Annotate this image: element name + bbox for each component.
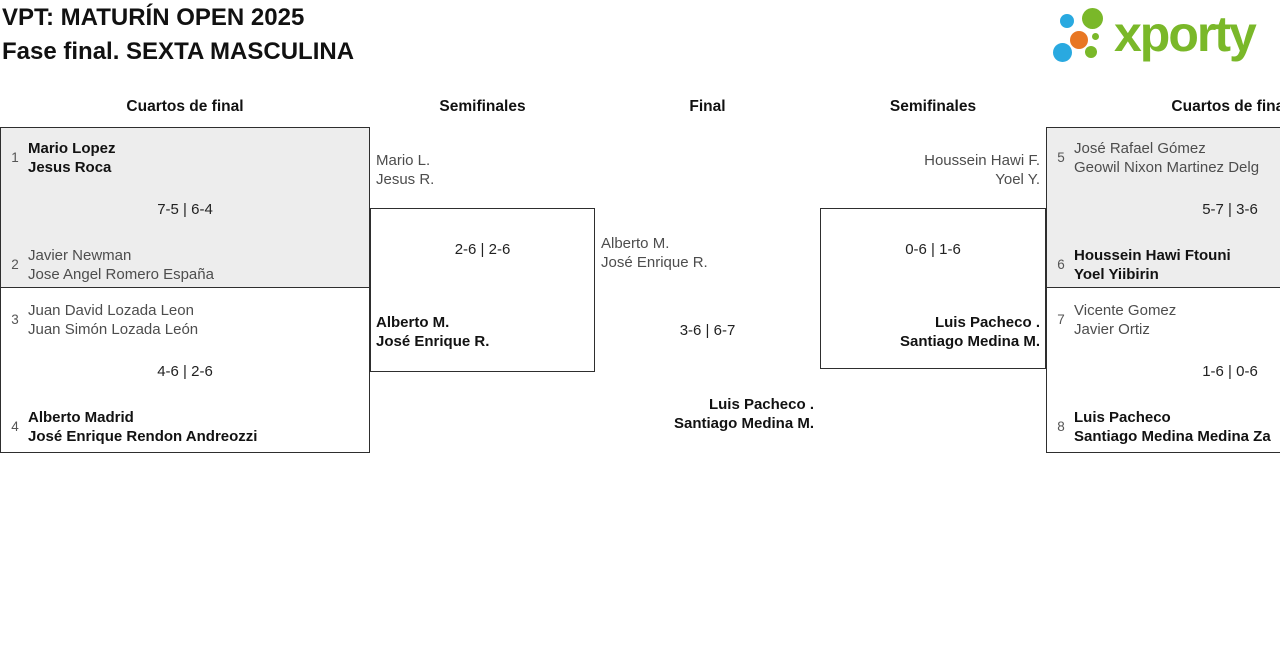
match-score: 5-7 | 3-6 bbox=[1202, 201, 1258, 218]
player-name: Santiago Medina Medina Za bbox=[1074, 428, 1271, 445]
player-name: Mario L. bbox=[376, 152, 431, 169]
player-name: Juan Simón Lozada León bbox=[28, 321, 199, 338]
player-name: Luis Pacheco . bbox=[708, 396, 814, 413]
team-names: José Rafael Gómez Geowil Nixon Martinez … bbox=[1074, 139, 1280, 177]
logo-dot-blue-small-icon bbox=[1060, 14, 1074, 28]
match-score: 1-6 | 0-6 bbox=[1202, 363, 1258, 380]
player-name: Mario Lopez bbox=[28, 140, 116, 157]
team-names: Vicente Gomez Javier Ortiz bbox=[1074, 301, 1280, 339]
player-name: José Rafael Gómez bbox=[1074, 140, 1206, 157]
column-header-final: Final bbox=[689, 98, 726, 115]
team-names: Javier Newman Jose Angel Romero España bbox=[28, 246, 365, 284]
column-header-semifinals-left: Semifinales bbox=[439, 98, 526, 115]
player-name: Santiago Medina M. bbox=[673, 415, 814, 432]
player-name: José Enrique R. bbox=[601, 254, 708, 271]
sf-left-team-top: Mario L. Jesus R. bbox=[376, 151, 434, 189]
match-box-sf-left bbox=[370, 208, 595, 372]
player-name: Santiago Medina M. bbox=[899, 333, 1040, 350]
sf-left-winner: Alberto M. José Enrique R. bbox=[376, 313, 489, 351]
match-box-qf4: 7 Vicente Gomez Javier Ortiz 1-6 | 0-6 8… bbox=[1046, 287, 1280, 453]
logo-wordmark: xporty bbox=[1114, 6, 1257, 62]
sf-right-score: 0-6 | 1-6 bbox=[905, 241, 961, 258]
seed-number: 2 bbox=[11, 257, 19, 272]
match-box-sf-right bbox=[820, 208, 1046, 369]
logo-dot-green-tiny-icon bbox=[1092, 33, 1099, 40]
player-name: Geowil Nixon Martinez Delg bbox=[1074, 159, 1260, 176]
player-name: Luis Pacheco bbox=[1074, 409, 1171, 426]
player-name: Javier Ortiz bbox=[1074, 321, 1150, 338]
logo-dot-green-small-icon bbox=[1085, 46, 1097, 58]
team-names: Mario Lopez Jesus Roca bbox=[28, 139, 365, 177]
seed-number: 5 bbox=[1057, 150, 1065, 165]
player-name: Houssein Hawi F. bbox=[924, 152, 1040, 169]
sf-right-team-top: Houssein Hawi F. Yoel Y. bbox=[820, 151, 1040, 189]
sf-right-winner: Luis Pacheco . Santiago Medina M. bbox=[820, 313, 1040, 351]
player-name: Jesus Roca bbox=[28, 159, 112, 176]
final-team-top: Alberto M. José Enrique R. bbox=[601, 234, 708, 272]
player-name: José Enrique R. bbox=[376, 333, 490, 350]
team-names: Alberto Madrid José Enrique Rendon Andre… bbox=[28, 408, 365, 446]
player-name: Vicente Gomez bbox=[1074, 302, 1177, 319]
final-winner: Luis Pacheco . Santiago Medina M. bbox=[595, 395, 814, 433]
match-box-qf3: 5 José Rafael Gómez Geowil Nixon Martine… bbox=[1046, 127, 1280, 288]
seed-number: 8 bbox=[1057, 419, 1065, 434]
player-name: Houssein Hawi Ftouni bbox=[1074, 247, 1231, 264]
match-score: 4-6 | 2-6 bbox=[157, 363, 213, 380]
player-name: Alberto M. bbox=[376, 314, 450, 331]
player-name: Jesus R. bbox=[376, 171, 435, 188]
seed-number: 4 bbox=[11, 419, 19, 434]
match-box-qf2: 3 Juan David Lozada Leon Juan Simón Loza… bbox=[0, 287, 370, 453]
logo-dot-orange-icon bbox=[1070, 31, 1088, 49]
team-names: Luis Pacheco Santiago Medina Medina Za bbox=[1074, 408, 1280, 446]
player-name: Yoel Y. bbox=[995, 171, 1040, 188]
sf-left-score: 2-6 | 2-6 bbox=[454, 241, 511, 258]
seed-number: 1 bbox=[11, 150, 19, 165]
player-name: José Enrique Rendon Andreozzi bbox=[28, 428, 258, 445]
seed-number: 6 bbox=[1057, 257, 1065, 272]
player-name: Javier Newman bbox=[28, 247, 132, 264]
player-name: Yoel Yiibirin bbox=[1074, 266, 1159, 283]
player-name: Luis Pacheco . bbox=[934, 314, 1040, 331]
logo-dot-blue-large-icon bbox=[1053, 43, 1072, 62]
logo-dot-green-large-icon bbox=[1082, 8, 1103, 29]
page-subtitle: Fase final. SEXTA MASCULINA bbox=[2, 38, 355, 65]
match-score: 7-5 | 6-4 bbox=[157, 201, 213, 218]
player-name: Jose Angel Romero España bbox=[28, 266, 214, 283]
team-names: Juan David Lozada Leon Juan Simón Lozada… bbox=[28, 301, 365, 339]
seed-number: 3 bbox=[11, 312, 19, 327]
column-header-semifinals-right: Semifinales bbox=[889, 98, 977, 115]
column-header-quarterfinals-right: Cuartos de final bbox=[1171, 98, 1280, 115]
final-score: 3-6 | 6-7 bbox=[679, 322, 736, 339]
match-box-qf1: 1 Mario Lopez Jesus Roca 7-5 | 6-4 2 Jav… bbox=[0, 127, 370, 288]
player-name: Alberto M. bbox=[601, 235, 670, 252]
player-name: Alberto Madrid bbox=[28, 409, 134, 426]
seed-number: 7 bbox=[1057, 312, 1065, 327]
player-name: Juan David Lozada Leon bbox=[28, 302, 194, 319]
column-header-quarterfinals-left: Cuartos de final bbox=[126, 98, 244, 115]
page-title: VPT: MATURÍN OPEN 2025 bbox=[2, 4, 305, 31]
team-names: Houssein Hawi Ftouni Yoel Yiibirin bbox=[1074, 246, 1280, 284]
